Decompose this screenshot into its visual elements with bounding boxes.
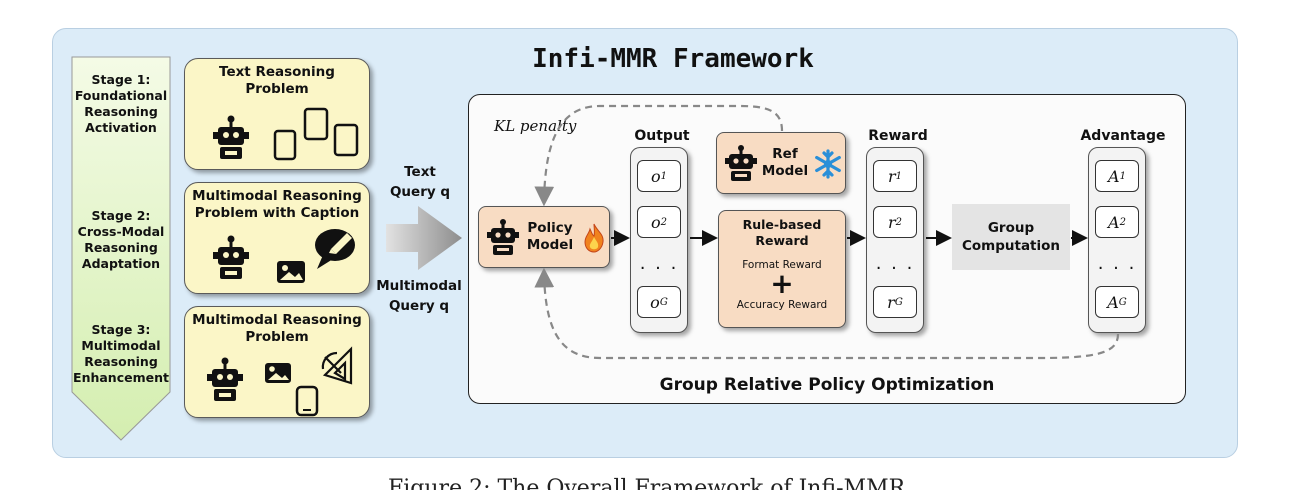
kl-penalty-label: KL penalty [494,117,577,135]
geometry-tools-icon [321,346,353,385]
output-ellipsis: · · · [639,258,679,279]
framework-title: Infi-MMR Framework [532,44,814,74]
snowflake-icon [815,149,841,179]
format-reward-label: Format Reward [742,259,822,271]
reward-label: Reward [868,128,928,144]
robot-icon [487,219,519,255]
robot-icon [213,115,249,159]
robot-icon [725,145,757,181]
advantage-feedback-loop [534,267,1120,360]
image-icon [265,363,291,383]
advantage-ellipsis: · · · [1097,258,1137,279]
tablet-icon [295,385,319,417]
robot-icon [213,235,249,279]
fire-icon [584,223,604,253]
robot-icon [207,357,243,401]
query-input-arrow [386,206,462,270]
document-icon [273,107,359,161]
speech-pen-icon [315,229,355,269]
reward-ellipsis: · · · [875,258,915,279]
figure-caption: Figure 2: The Overall Framework of Infi-… [388,476,906,490]
kl-penalty-loop [534,104,784,207]
accuracy-reward-label: Accuracy Reward [736,299,828,311]
plus-sign: + [770,267,794,300]
advantage-label: Advantage [1080,128,1166,144]
output-label: Output [634,128,690,144]
image-icon [277,261,305,283]
grpo-title: Group Relative Policy Optimization [659,375,995,395]
